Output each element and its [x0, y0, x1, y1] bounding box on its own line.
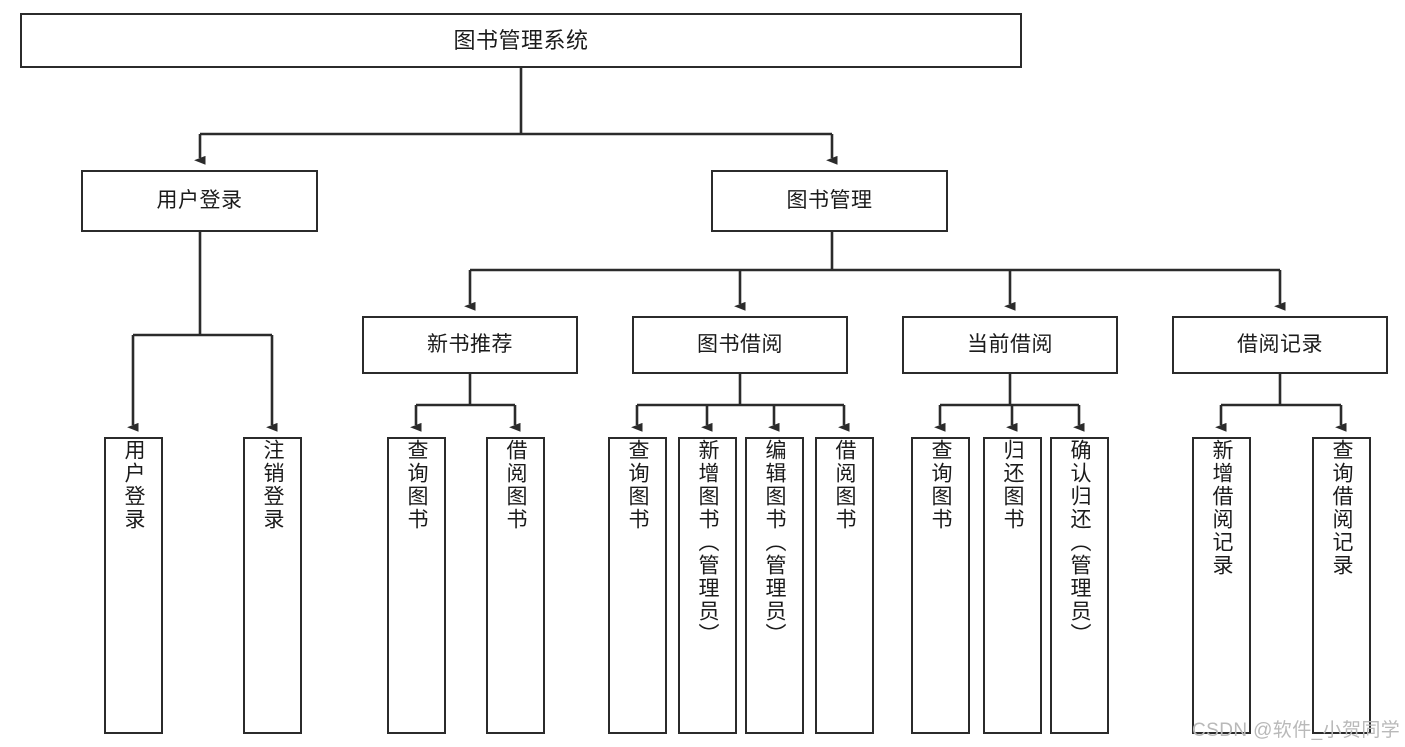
- node-leaf-user-login[interactable]: 用户登录: [104, 437, 163, 734]
- node-leaf-query-book-borrow-label: 查询图书: [626, 439, 649, 531]
- node-book-borrow[interactable]: 图书借阅: [632, 316, 848, 374]
- node-current-borrow[interactable]: 当前借阅: [902, 316, 1118, 374]
- node-leaf-borrow-book-recommend-label: 借阅图书: [504, 439, 527, 531]
- node-leaf-add-borrow-record-label: 新增借阅记录: [1210, 439, 1233, 577]
- node-leaf-return-book-label: 归还图书: [1001, 439, 1024, 531]
- node-user-login[interactable]: 用户登录: [81, 170, 318, 232]
- node-leaf-confirm-return-admin-label: 确认归还（管理员）: [1068, 439, 1091, 646]
- node-user-login-label: 用户登录: [156, 188, 243, 212]
- node-root-label: 图书管理系统: [453, 27, 589, 53]
- node-leaf-add-book-admin[interactable]: 新增图书（管理员）: [678, 437, 737, 734]
- node-leaf-edit-book-admin-label: 编辑图书（管理员）: [763, 439, 786, 646]
- node-book-borrow-label: 图书借阅: [697, 332, 783, 356]
- node-leaf-borrow-book-label: 借阅图书: [833, 439, 856, 531]
- node-current-borrow-label: 当前借阅: [967, 332, 1053, 356]
- node-leaf-add-book-admin-label: 新增图书（管理员）: [696, 439, 719, 646]
- node-leaf-return-book[interactable]: 归还图书: [983, 437, 1042, 734]
- node-book-manage[interactable]: 图书管理: [711, 170, 948, 232]
- node-leaf-confirm-return-admin[interactable]: 确认归还（管理员）: [1050, 437, 1109, 734]
- node-leaf-query-book-current-label: 查询图书: [929, 439, 952, 531]
- node-new-book-recommend[interactable]: 新书推荐: [362, 316, 578, 374]
- node-leaf-add-borrow-record[interactable]: 新增借阅记录: [1192, 437, 1251, 734]
- node-leaf-query-book-borrow[interactable]: 查询图书: [608, 437, 667, 734]
- node-leaf-query-book-recommend[interactable]: 查询图书: [387, 437, 446, 734]
- node-leaf-borrow-book[interactable]: 借阅图书: [815, 437, 874, 734]
- node-root[interactable]: 图书管理系统: [20, 13, 1022, 68]
- node-leaf-edit-book-admin[interactable]: 编辑图书（管理员）: [745, 437, 804, 734]
- node-borrow-record[interactable]: 借阅记录: [1172, 316, 1388, 374]
- node-leaf-query-book-current[interactable]: 查询图书: [911, 437, 970, 734]
- node-new-book-recommend-label: 新书推荐: [427, 332, 513, 356]
- node-leaf-user-logout[interactable]: 注销登录: [243, 437, 302, 734]
- node-leaf-user-login-label: 用户登录: [122, 439, 145, 531]
- node-leaf-borrow-book-recommend[interactable]: 借阅图书: [486, 437, 545, 734]
- node-leaf-query-book-recommend-label: 查询图书: [405, 439, 428, 531]
- node-borrow-record-label: 借阅记录: [1237, 332, 1323, 356]
- watermark-text: CSDN @软件_小贺同学: [1192, 720, 1401, 741]
- node-book-manage-label: 图书管理: [786, 188, 873, 212]
- node-leaf-query-borrow-record[interactable]: 查询借阅记录: [1312, 437, 1371, 734]
- node-leaf-user-logout-label: 注销登录: [261, 439, 284, 531]
- node-leaf-query-borrow-record-label: 查询借阅记录: [1330, 439, 1353, 577]
